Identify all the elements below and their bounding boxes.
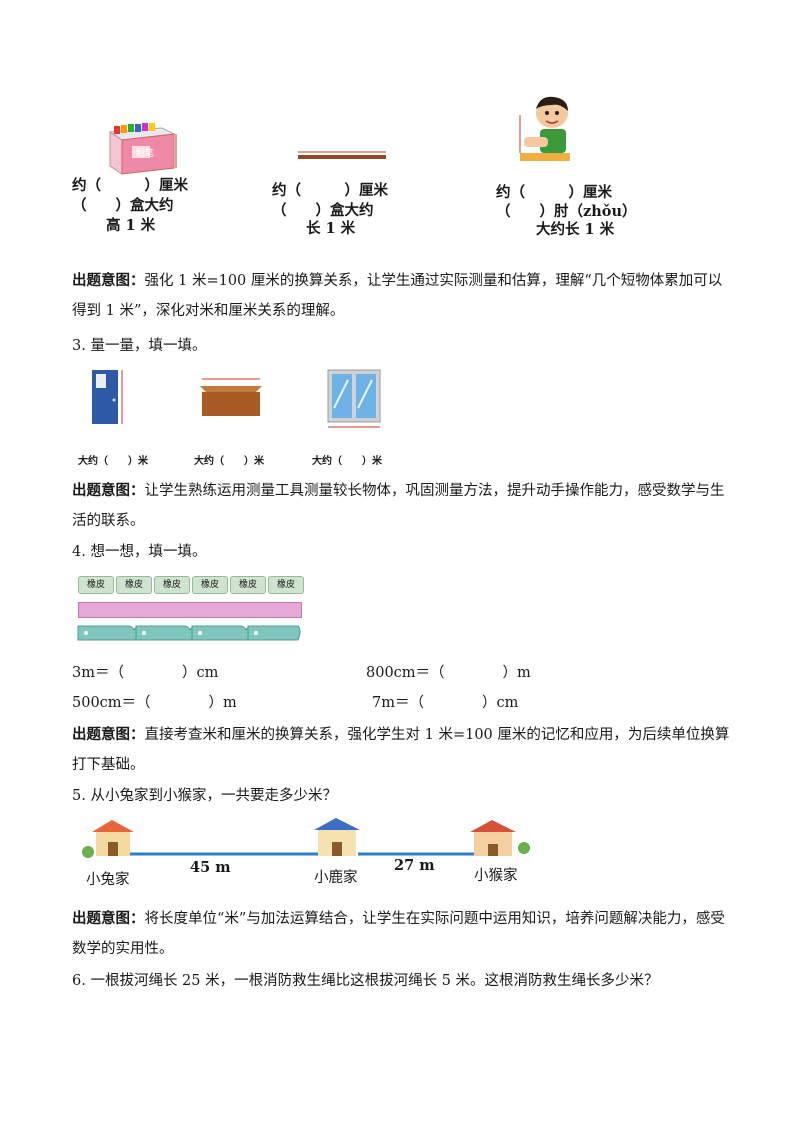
chalk-box-image: 粉笔: [106, 118, 178, 180]
q2-item2-line2: （ ）盒大约: [272, 202, 374, 219]
eraser: 橡皮: [78, 576, 114, 594]
q3-title: 3. 量一量，填一填。: [72, 338, 207, 354]
q2-item1-line3: 高 1 米: [106, 217, 156, 234]
q2-item3-line3: 大约长 1 米: [536, 221, 615, 238]
eraser: 橡皮: [268, 576, 304, 594]
eraser-label: 橡皮: [124, 580, 143, 590]
q4-intent: 出题意图：直接考查米和厘米的换算关系，强化学生对 1 米=100 厘米的记忆和应…: [72, 720, 734, 780]
q3-label-door: 大约（ ）米: [78, 456, 148, 467]
q2-item2-line3: 长 1 米: [306, 220, 356, 237]
q2-item1-line1: 约（ ）厘米: [72, 177, 188, 194]
eraser-label: 橡皮: [238, 580, 257, 590]
intent-label: 出题意图：: [72, 272, 145, 289]
house-label-rabbit: 小兔家: [86, 872, 130, 888]
q3-intent: 出题意图：让学生熟练运用测量工具测量较长物体，巩固测量方法，提升动手操作能力，感…: [72, 476, 734, 536]
eraser-label: 橡皮: [200, 580, 219, 590]
intent-label: 出题意图：: [72, 482, 145, 499]
eraser: 橡皮: [116, 576, 152, 594]
intent-label: 出题意图：: [72, 910, 145, 927]
intent-text: 让学生熟练运用测量工具测量较长物体，巩固测量方法，提升动手操作能力，感受数学与生…: [72, 483, 725, 529]
eraser-label: 橡皮: [162, 580, 181, 590]
eraser: 橡皮: [154, 576, 190, 594]
ruler-stick-image: [296, 148, 388, 162]
intent-text: 强化 1 米=100 厘米的换算关系，让学生通过实际测量和估算，理解“几个短物体…: [72, 273, 723, 319]
eraser: 橡皮: [230, 576, 266, 594]
boy-elbow-image: [512, 95, 572, 165]
eraser-label: 橡皮: [276, 580, 295, 590]
intent-text: 将长度单位“米”与加法运算结合，让学生在实际问题中运用知识，培养问题解决能力，感…: [72, 911, 725, 957]
desk-image: [196, 376, 266, 420]
eraser-label: 橡皮: [86, 580, 105, 590]
chalk-box-label: 粉笔: [136, 149, 155, 159]
q2-item3-line1: 约（ ）厘米: [496, 184, 612, 201]
house-label-monkey: 小猴家: [474, 868, 518, 884]
q4-blank-4: 7m＝（ ）cm: [372, 695, 519, 711]
door-image: [90, 368, 126, 426]
q4-blank-1: 3m＝（ ）cm: [72, 665, 219, 681]
q2-item1-line2: （ ）盒大约: [72, 197, 174, 214]
q4-title: 4. 想一想，填一填。: [72, 544, 207, 560]
intent-text: 直接考查米和厘米的换算关系，强化学生对 1 米=100 厘米的记忆和应用，为后续…: [72, 727, 730, 773]
q4-blank-3: 500cm＝（ ）m: [72, 695, 237, 711]
intent-label: 出题意图：: [72, 726, 145, 743]
window-image: [324, 368, 384, 430]
q2-intent: 出题意图：强化 1 米=100 厘米的换算关系，让学生通过实际测量和估算，理解“…: [72, 266, 734, 326]
q3-label-desk: 大约（ ）米: [194, 456, 264, 467]
q6-title: 6. 一根拔河绳长 25 米，一根消防救生绳比这根拔河绳长 5 米。这根消防救生…: [72, 973, 659, 989]
q3-label-window: 大约（ ）米: [312, 456, 382, 467]
distance-1: 45 m: [190, 859, 231, 876]
distance-2: 27 m: [394, 857, 435, 874]
eraser: 橡皮: [192, 576, 228, 594]
eraser-row: 橡皮 橡皮 橡皮 橡皮 橡皮 橡皮: [76, 574, 304, 596]
house-label-deer: 小鹿家: [314, 870, 358, 886]
ruler-pieces: [76, 622, 304, 644]
meter-bar: [78, 602, 302, 618]
q4-blank-2: 800cm＝（ ）m: [366, 665, 531, 681]
q5-intent: 出题意图：将长度单位“米”与加法运算结合，让学生在实际问题中运用知识，培养问题解…: [72, 904, 734, 964]
q5-title: 5. 从小兔家到小猴家，一共要走多少米？: [72, 788, 337, 804]
house-route-image: [78, 816, 540, 892]
q2-item2-line1: 约（ ）厘米: [272, 182, 388, 199]
q2-item3-line2: （ ）肘（zhǒu）: [496, 203, 637, 220]
